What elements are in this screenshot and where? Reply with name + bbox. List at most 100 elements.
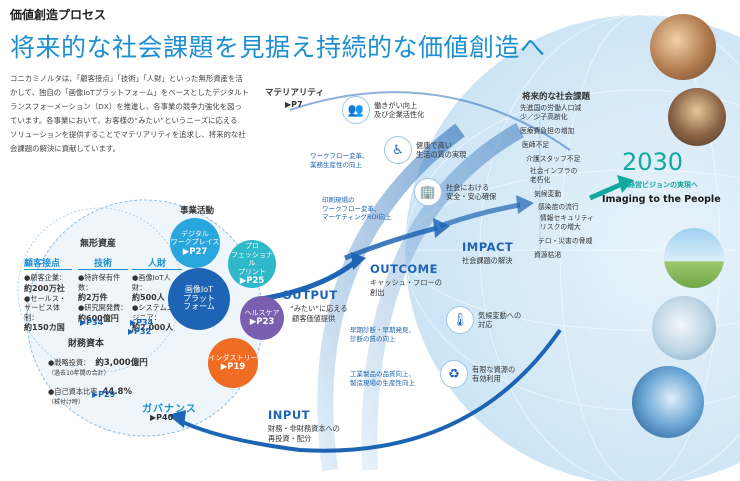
future-item: 医師不足 [522, 141, 550, 149]
output-title: OUTPUT [282, 288, 338, 302]
output-subtitle: 顧客価値提供 [292, 314, 336, 323]
bubble-ref: ▶P27 [182, 246, 208, 257]
asset-column-people: 人財 ●画像IoT人財： 約500人 ●システムエンジニア： 約2,000人 [132, 256, 182, 333]
outcome-item: ワークフロー変革、業務生産性の向上 [310, 152, 369, 169]
outcome-item: 印刷現場のワークフロー変革、マーケティングROI向上 [322, 196, 392, 221]
asset-item-value: 約2万件 [78, 293, 108, 302]
outcome-subtitle: 創出 [370, 288, 385, 297]
intro-line: コニカミノルタは、「顧客接点」「技術」「人財」といった無形資産を活 [10, 74, 243, 83]
vision-name: Imaging to the People [602, 194, 721, 205]
intro-line: ソリューションを提供することでマテリアリティを追求し、将来的な社 [10, 130, 246, 139]
impact-title: IMPACT [462, 240, 514, 254]
asset-item-value: 約150カ国 [24, 323, 65, 332]
future-item: 資源枯渇 [534, 251, 562, 259]
asset-column-customer: 顧客接点 ●顧客企業： 約200万社 ●セールス・サービス体制： 約150カ国 [24, 256, 72, 333]
impact-item: 🏢 社会における安全・安心確保 [414, 178, 496, 206]
asset-ref-people[interactable]: ▶P32 [128, 327, 152, 336]
impact-item: 👥 働きがい向上及び企業活性化 [342, 96, 424, 124]
finance-item-note: （過去10年間の合計） [48, 370, 110, 377]
materiality-arc [289, 91, 571, 151]
vision-arrowhead [617, 175, 634, 193]
family-photo [650, 14, 716, 80]
intro-line: ています。各事業において、お客様の“みたい”というニーズに応える [10, 116, 238, 125]
input-arrowhead [168, 410, 186, 428]
finance-item-value: 44.8% [102, 386, 133, 397]
platform-label: フォーム [183, 302, 215, 312]
materiality-ref[interactable]: ▶P7 [285, 100, 303, 109]
future-item: 気候変動 [534, 190, 562, 198]
input-arrow [177, 328, 562, 453]
outcome-item: 工業製品の品質向上、製造現場の生産性向上 [350, 370, 415, 387]
asset-item-label: ●システムエンジニア： [132, 303, 182, 322]
finance-title: 財務資本 [68, 339, 105, 349]
future-title: 将来的な社会課題 [522, 92, 591, 102]
outcome-swoosh [317, 123, 465, 472]
asset-item-label: ●画像IoT人財： [132, 273, 171, 292]
workers-photo [668, 88, 726, 146]
impact-subtitle: 社会課題の解決 [462, 256, 513, 265]
impact-item: ♿ 健康で高い生活の質の実現 [384, 136, 466, 164]
finance-list: ●戦略投資： 約3,000億円 （過去10年間の合計） ●自己資本比率 44.8… [48, 350, 188, 407]
intro-line: ランスフォーメーション（DX）を推進し、各事業の競争力強化を図っ [10, 102, 242, 111]
platform-label: プラット [183, 293, 215, 303]
impact-item: ♻ 有限な資源の有効利用 [440, 360, 515, 388]
output-subtitle: “みたい”に応える [290, 304, 348, 313]
bubble-professional-print[interactable]: プロ フェッショナル プリント ▶P25 [228, 240, 276, 288]
wheelchair-icon: ♿ [384, 136, 412, 164]
platform-label: 画像IoT [184, 285, 214, 295]
impact-arrow [439, 202, 521, 229]
governance-ref[interactable]: ▶P40 [150, 413, 174, 422]
asset-item-label: ●特許保有件数： [78, 273, 121, 292]
future-item: テロ・災害の脅威 [538, 237, 593, 245]
platform-circle[interactable]: 画像IoT プラット フォーム [168, 268, 230, 330]
future-item: 感染症の流行 [538, 203, 579, 211]
asset-item-label: ●セールス・サービス体制： [24, 293, 67, 322]
section-label: 価値創造プロセス [10, 8, 107, 22]
finance-item-note: （株付け時） [48, 398, 85, 406]
vision-year: 2030 [622, 148, 684, 176]
building-icon: 🏢 [414, 178, 442, 206]
outcome-item: 早期診断・早期発見、診断の質の向上 [350, 326, 415, 343]
asset-item-label: ●研究開発費： [78, 303, 128, 312]
asset-heading: 顧客接点 [24, 256, 72, 270]
bubble-ref: ▶P19 [220, 362, 246, 373]
asset-item-value: 約200万社 [24, 283, 65, 293]
wind-farm-photo [664, 228, 724, 288]
finance-item-label: ●戦略投資： [48, 358, 91, 367]
impact-swoosh [361, 123, 524, 471]
intro-paragraph: コニカミノルタは、「顧客接点」「技術」「人財」といった無形資産を活 かして、独自… [10, 72, 280, 156]
vision-label: 経営ビジョンの実現へ [628, 181, 698, 189]
input-subtitle: 再投資・配分 [268, 434, 312, 443]
outcome-title: OUTCOME [370, 262, 438, 276]
asset-ref-tech[interactable]: ▶P34 [130, 318, 154, 327]
thermometer-icon: 🌡 [446, 306, 474, 334]
recycle-icon: ♻ [440, 360, 468, 388]
input-title: INPUT [268, 408, 311, 422]
finance-item-value: 約3,000億円 [95, 358, 148, 368]
business-title: 事業活動 [180, 206, 215, 216]
bubble-ref: ▶P25 [239, 276, 265, 286]
asset-column-tech: 技術 ●特許保有件数： 約2万件 ●研究開発費： 約600億円 [78, 256, 128, 324]
intro-line: 会課題の解決に貢献しています。 [10, 144, 120, 153]
governance-label: ガバナンス [142, 404, 197, 415]
future-item: 社会インフラの老朽化 [530, 167, 578, 184]
people-icon: 👥 [342, 96, 370, 124]
asset-ref-customer[interactable]: ▶P34 [80, 318, 104, 327]
intro-line: かして、独自の「画像IoTプラットフォーム」をベースとしたデジタルト [10, 88, 249, 97]
vision-arrow [588, 181, 624, 201]
page-title: 将来的な社会課題を見据え持続的な価値創造へ [10, 33, 546, 62]
asset-item-value: 約2,000人 [132, 323, 174, 332]
materiality-label: マテリアリティ [265, 88, 324, 98]
bubble-digital-workplace[interactable]: デジタル ワークプレイス ▶P27 [170, 218, 220, 268]
outcome-arrow [344, 225, 438, 261]
outcome-subtitle: キャッシュ・フローの [370, 278, 442, 287]
asset-heading: 技術 [78, 256, 128, 270]
bubble-industry[interactable]: インダストリー ▶P19 [208, 338, 258, 388]
finance-ref[interactable]: ▶P29 [92, 390, 116, 399]
future-item: 先進国の労働人口減少／少子高齢化 [520, 104, 582, 121]
technology-photo [632, 366, 704, 438]
bubble-healthcare[interactable]: ヘルスケア ▶P23 [240, 296, 284, 340]
bubble-ref: ▶P23 [249, 317, 275, 328]
future-item: 医療費負担の増加 [520, 127, 575, 135]
